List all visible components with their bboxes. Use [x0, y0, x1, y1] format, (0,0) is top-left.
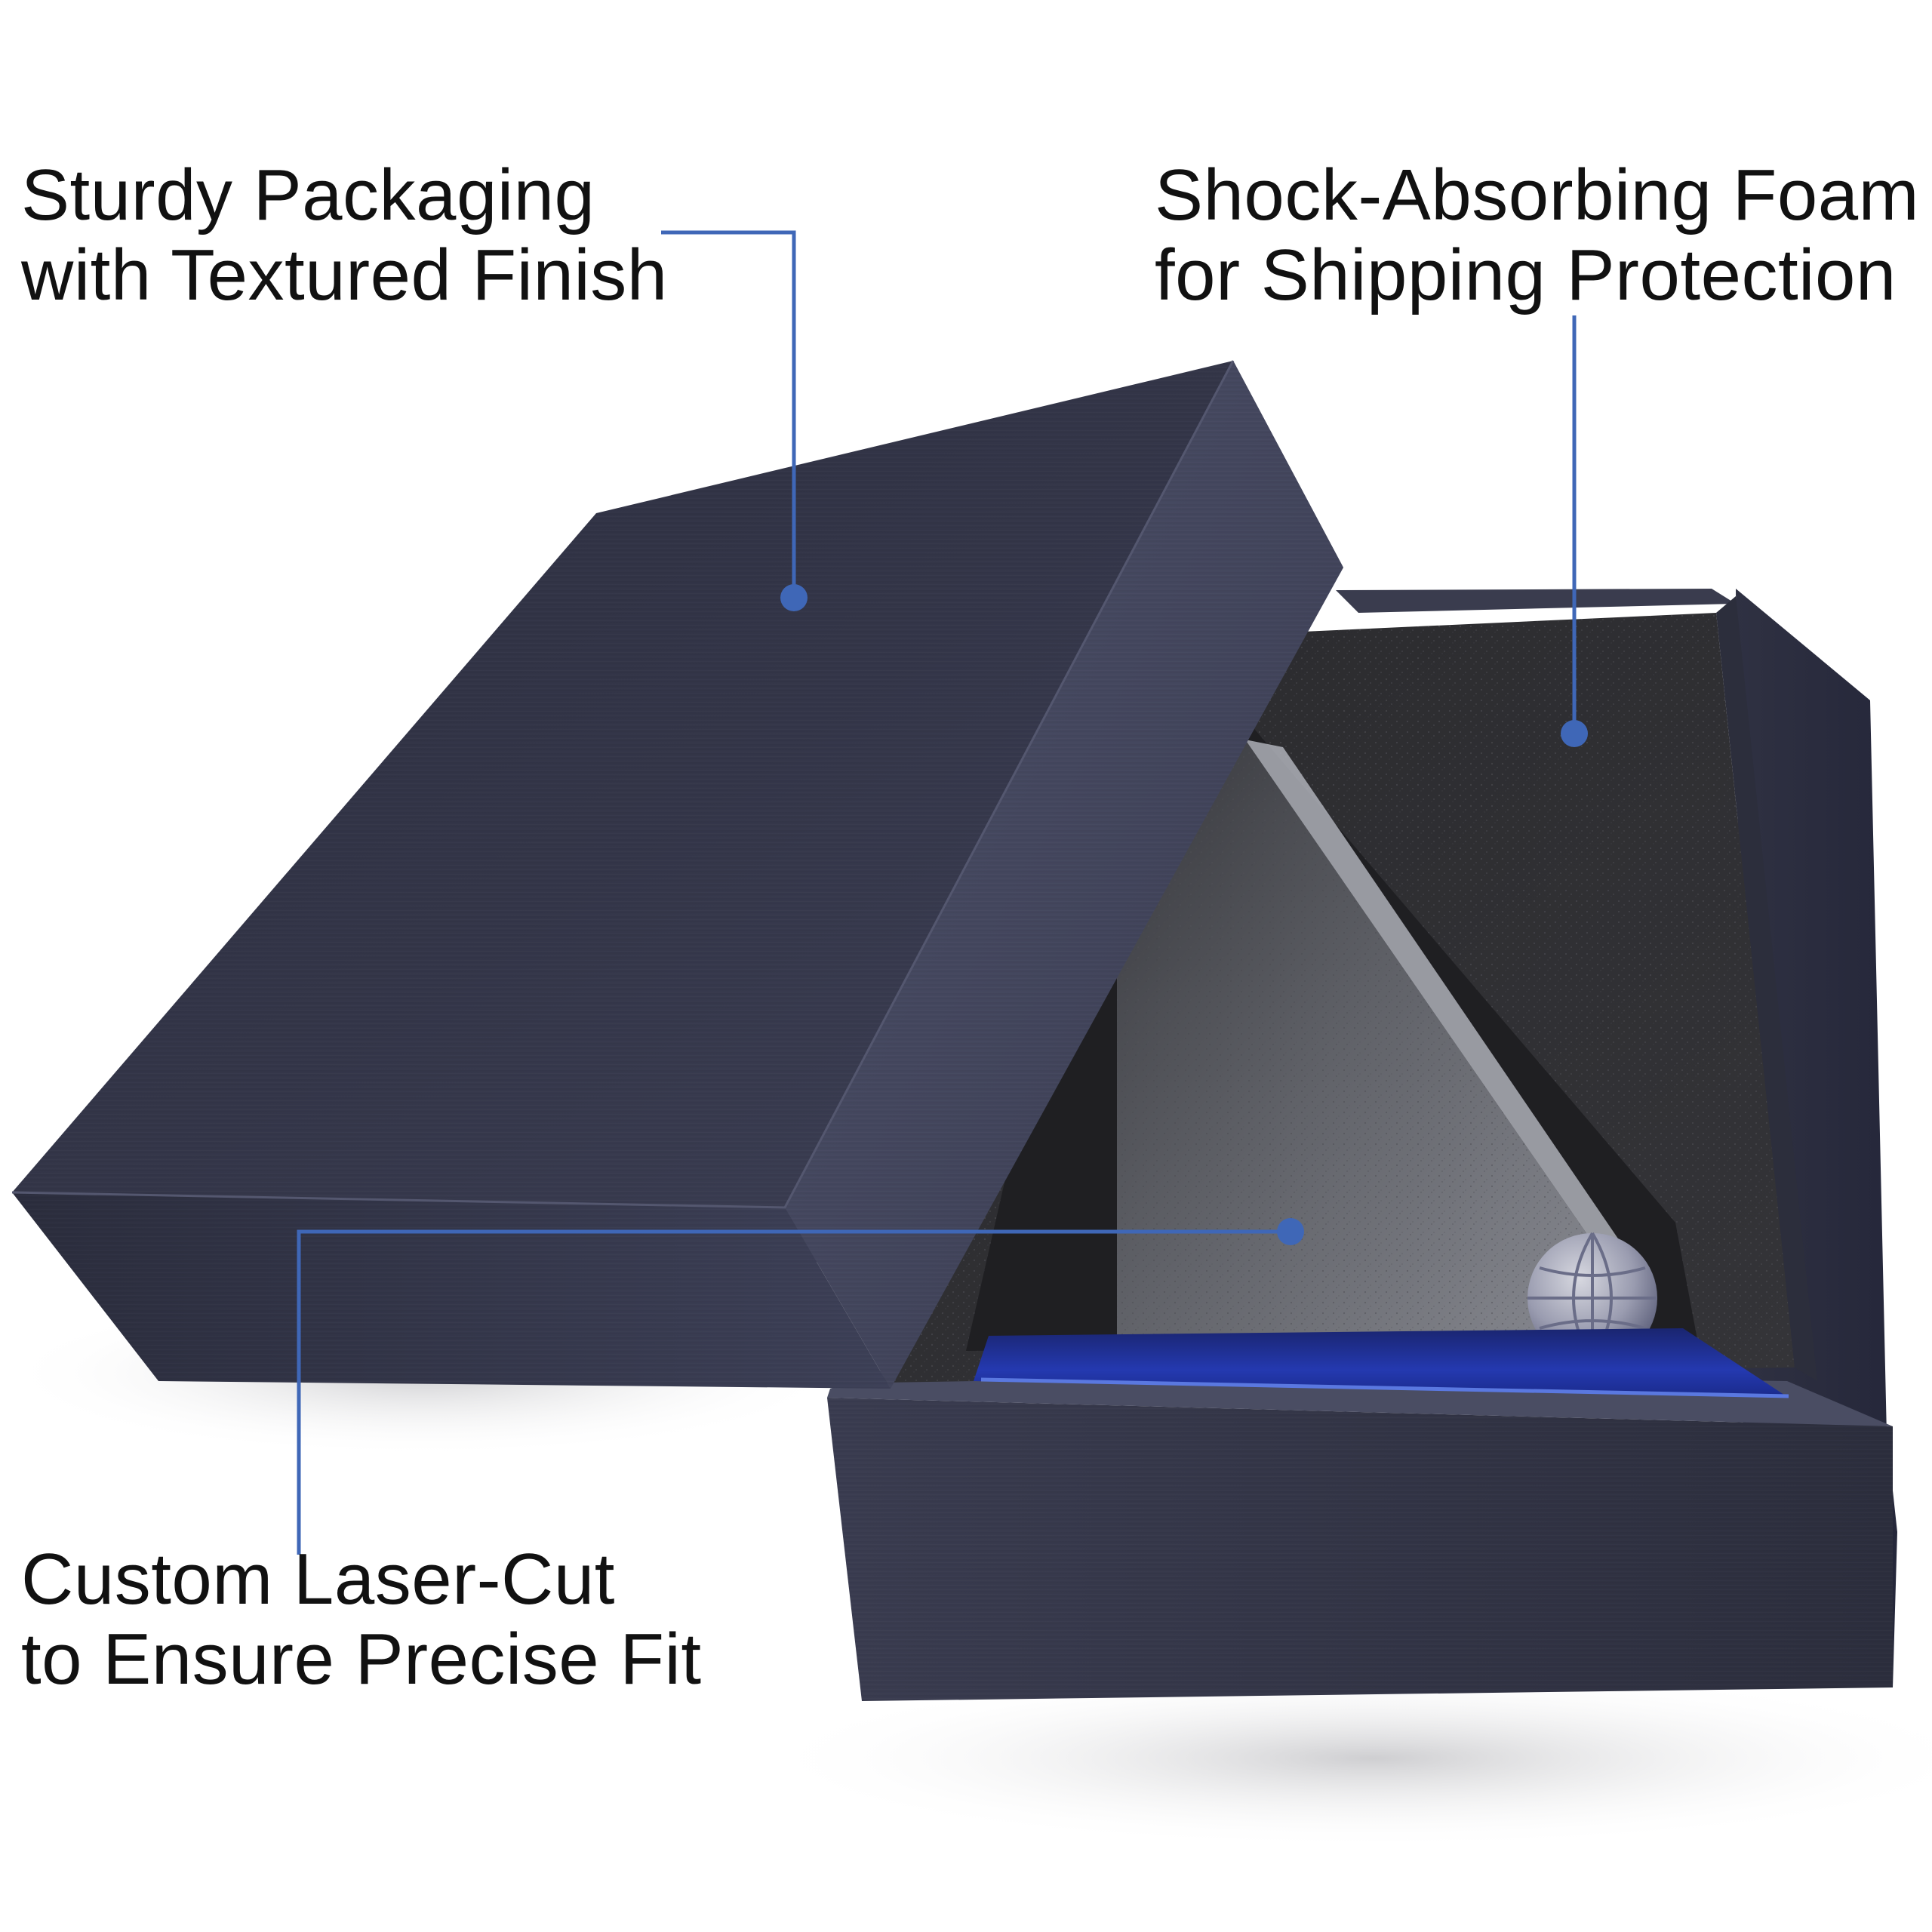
callout-foam-line1: Shock-Absorbing Foam [1155, 155, 1920, 235]
lid-right-texture [785, 361, 1343, 1389]
floor-shadow-box [755, 1668, 1932, 1849]
box-lid [11, 360, 1343, 1389]
trophy-crystal-face-texture [1117, 740, 1600, 1343]
trophy-crystal-edge [1245, 740, 1623, 1253]
callout-laser-line2: to Ensure Precise Fit [21, 1619, 702, 1700]
crystal-trophy [966, 709, 1789, 1398]
lid-top-texture [12, 361, 1343, 1275]
trophy-blue-base [974, 1328, 1789, 1398]
circle-dot-icon [1277, 1218, 1304, 1245]
trophy-base-highlight [980, 1377, 1789, 1398]
callout-sturdy-packaging: Sturdy Packaging with Textured Finish [21, 155, 668, 315]
circle-dot-icon [780, 584, 808, 611]
callout-foam-line2: for Shipping Protection [1155, 235, 1897, 315]
box-inner-right [1716, 596, 1817, 1381]
callout-sturdy-line2: with Textured Finish [21, 235, 668, 315]
box-front-texture [827, 1398, 1893, 1701]
callout-laser-line1: Custom Laser-Cut [21, 1539, 615, 1620]
callout-shock-absorbing-foam: Shock-Absorbing Foam for Shipping Protec… [1155, 155, 1919, 315]
callout-line-sturdy [661, 230, 796, 598]
globe-grid [1527, 1232, 1657, 1364]
callout-lines [297, 230, 1588, 1555]
callout-line-laser [297, 1229, 1291, 1555]
box-inner-back [1336, 589, 1736, 613]
callout-sturdy-line1: Sturdy Packaging [21, 155, 595, 235]
lid-front-texture [12, 1192, 891, 1389]
circle-dot-icon [1561, 720, 1588, 747]
callout-custom-laser-cut: Custom Laser-Cut to Ensure Precise Fit [21, 1540, 702, 1700]
lid-edge-line [11, 360, 1235, 1209]
